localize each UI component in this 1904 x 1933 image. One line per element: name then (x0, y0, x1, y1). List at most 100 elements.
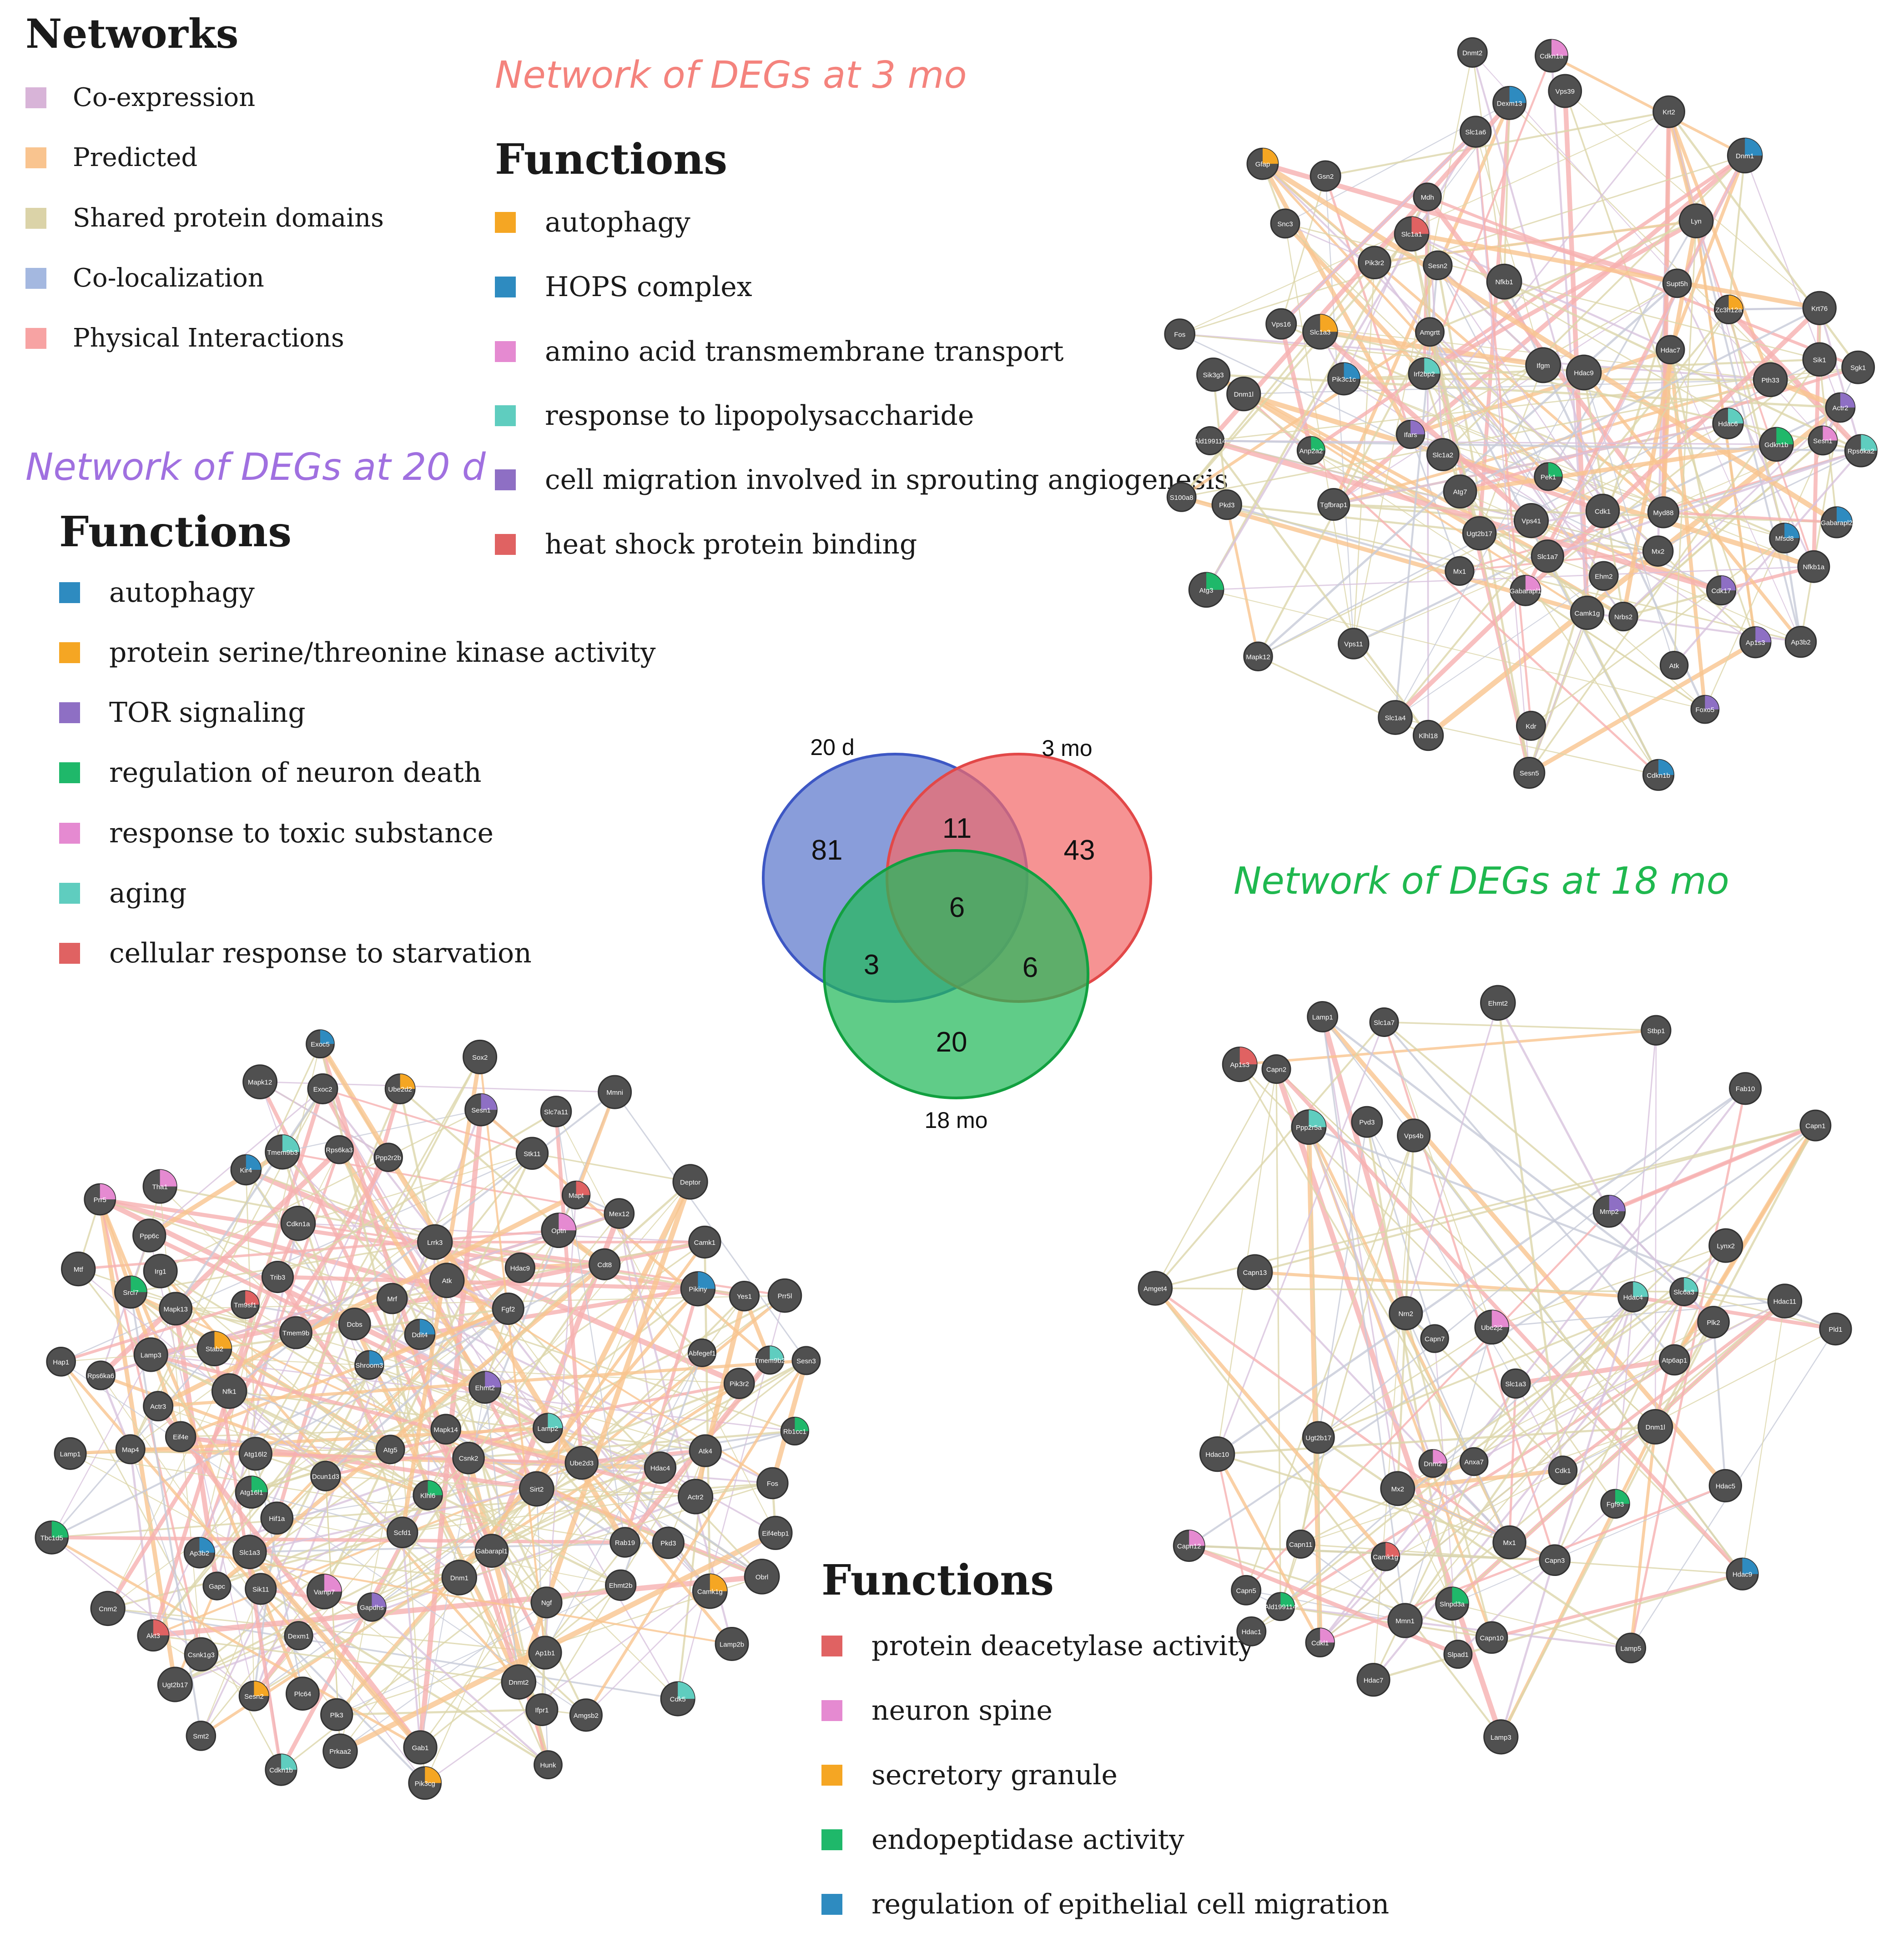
gene-node[interactable]: Ugt2b17 (157, 1666, 193, 1702)
gene-node[interactable]: Ehm2 (1589, 561, 1619, 591)
gene-node[interactable]: Atp6ap1 (1658, 1344, 1690, 1376)
gene-node[interactable]: Atg16l2 (238, 1437, 272, 1471)
gene-node[interactable]: Cdk17 (1706, 575, 1737, 606)
gene-node[interactable]: Sirt2 (519, 1471, 554, 1507)
gene-node[interactable]: Mapk12 (242, 1064, 277, 1100)
gene-node[interactable]: Nrbs2 (1608, 601, 1638, 632)
gene-node[interactable]: Scfd1 (386, 1516, 418, 1549)
gene-node[interactable]: Vps16 (1265, 308, 1297, 340)
gene-node[interactable]: Lamp2b (715, 1627, 749, 1661)
gene-node[interactable]: Sesn2 (1423, 250, 1453, 281)
gene-node[interactable]: Lamp2 (532, 1413, 563, 1444)
gene-node[interactable]: Exoc2 (307, 1073, 338, 1104)
gene-node[interactable]: Amget4 (1138, 1271, 1173, 1306)
gene-node[interactable]: Slc1a6 (1460, 116, 1492, 148)
gene-node[interactable]: Mfsd8 (1769, 523, 1800, 554)
gene-node[interactable]: Gdkn1b (1759, 427, 1794, 462)
gene-node[interactable]: Ngf (530, 1586, 563, 1619)
gene-node[interactable]: Fgf2 (492, 1292, 524, 1325)
gene-node[interactable]: Mtf (61, 1251, 96, 1287)
gene-node[interactable]: Capn5 (1231, 1575, 1262, 1606)
gene-node[interactable]: Capn13 (1237, 1254, 1273, 1290)
gene-node[interactable]: Slnpd3a (1435, 1586, 1469, 1621)
gene-node[interactable]: Pik3cg (408, 1766, 442, 1800)
gene-node[interactable]: Cdkn1b (265, 1753, 297, 1786)
gene-node[interactable]: Hdac6 (1712, 408, 1744, 439)
gene-node[interactable]: Gab1 (403, 1730, 438, 1765)
gene-node[interactable]: Ppp2r5a (1291, 1109, 1327, 1145)
gene-node[interactable]: Hdac1 (1236, 1616, 1267, 1646)
gene-node[interactable]: Nfk1 (211, 1373, 247, 1409)
gene-node[interactable]: Tm9sf1 (231, 1290, 260, 1319)
gene-node[interactable]: Atk (429, 1263, 465, 1299)
gene-node[interactable]: Gabarapl2 (1820, 506, 1853, 539)
gene-node[interactable]: Ugt2b17 (1302, 1421, 1335, 1454)
gene-node[interactable]: Nfkb1a (1797, 550, 1830, 583)
gene-node[interactable]: Lrrk3 (417, 1224, 453, 1260)
gene-node[interactable]: Anp2a2 (1296, 436, 1325, 465)
gene-node[interactable]: Mmp2 (1592, 1194, 1626, 1228)
gene-node[interactable]: Map4 (115, 1434, 146, 1465)
gene-node[interactable]: Dnm2 (1418, 1449, 1447, 1478)
gene-node[interactable]: Hdac11 (1767, 1284, 1803, 1319)
gene-node[interactable]: Gabarapl1 (1510, 574, 1541, 606)
gene-node[interactable]: Vps39 (1548, 74, 1582, 108)
gene-node[interactable]: S100a8 (1166, 482, 1197, 512)
gene-node[interactable]: Krt76 (1802, 291, 1837, 325)
gene-node[interactable]: Sesn5 (1513, 756, 1546, 789)
gene-node[interactable]: Hdac9 (504, 1252, 535, 1283)
gene-node[interactable]: Sgk1 (1841, 350, 1875, 384)
gene-node[interactable]: Trib3 (261, 1260, 294, 1294)
gene-node[interactable]: Slc1a3 (1501, 1368, 1531, 1399)
gene-node[interactable]: Lynx2 (1708, 1228, 1743, 1263)
gene-node[interactable]: Dnmt2 (1457, 37, 1488, 68)
gene-node[interactable]: Krt2 (1652, 95, 1685, 128)
gene-node[interactable]: Ald199114 (1264, 1592, 1297, 1621)
gene-node[interactable]: Kdr (1516, 710, 1546, 741)
gene-node[interactable]: Mrf (376, 1283, 408, 1314)
gene-node[interactable]: Dexm13 (1492, 86, 1527, 120)
gene-node[interactable]: Ifars (1395, 419, 1425, 449)
gene-node[interactable]: Hdac7 (1356, 1663, 1390, 1697)
gene-node[interactable]: Zc3h12a (1714, 294, 1744, 325)
gene-node[interactable]: Gabarapl1 (474, 1534, 509, 1568)
gene-node[interactable]: Capn10 (1475, 1621, 1508, 1654)
gene-node[interactable]: Ap1s3 (1739, 626, 1772, 659)
gene-node[interactable]: Rb1cc1 (780, 1416, 809, 1446)
gene-node[interactable]: Ehmt2 (1480, 985, 1516, 1021)
gene-node[interactable]: Prr5 (84, 1183, 116, 1216)
gene-node[interactable]: Lamp3 (1483, 1719, 1519, 1755)
gene-node[interactable]: Capn7 (1420, 1324, 1449, 1353)
gene-node[interactable]: Lamp3 (133, 1337, 168, 1372)
gene-node[interactable]: Fos (756, 1467, 789, 1500)
gene-node[interactable]: Gfap (1246, 147, 1279, 180)
gene-node[interactable]: Stbp1 (1641, 1015, 1672, 1046)
gene-node[interactable]: Capn1 (1799, 1109, 1832, 1142)
gene-node[interactable]: Capn2 (1261, 1054, 1291, 1084)
gene-node[interactable]: Tmem9b2 (755, 1345, 786, 1375)
gene-node[interactable]: Sik11 (245, 1573, 277, 1605)
gene-node[interactable]: Ugt2b17 (1462, 516, 1497, 551)
gene-node[interactable]: Dcbs (338, 1308, 371, 1340)
gene-node[interactable]: Cdkn1b (1642, 759, 1675, 791)
gene-node[interactable]: Atg3 (1188, 572, 1224, 608)
gene-node[interactable]: Atk4 (689, 1434, 722, 1467)
gene-node[interactable]: Hdac5 (1708, 1469, 1743, 1503)
gene-node[interactable]: Slc1a3 (232, 1535, 267, 1570)
gene-node[interactable]: Dcun1d3 (310, 1460, 341, 1492)
gene-node[interactable]: Mmn1 (1387, 1603, 1423, 1638)
gene-node[interactable]: Capn11 (1286, 1529, 1315, 1559)
gene-node[interactable]: Dnm1l (1226, 377, 1261, 412)
gene-node[interactable]: Atg16l1 (235, 1475, 268, 1509)
gene-node[interactable]: Cnm2 (90, 1591, 126, 1626)
gene-node[interactable]: Ehmt2 (468, 1371, 502, 1404)
gene-node[interactable]: Mx1 (1445, 556, 1475, 586)
gene-node[interactable]: Pth33 (1753, 362, 1788, 398)
gene-node[interactable]: Actr2 (1825, 392, 1856, 423)
gene-node[interactable]: Dnm1 (1727, 137, 1763, 174)
gene-node[interactable]: Rps6ka3 (324, 1135, 354, 1164)
gene-node[interactable]: Ddit4 (404, 1319, 436, 1350)
gene-node[interactable]: Pik3c1c (1327, 362, 1361, 396)
gene-node[interactable]: Hdac4 (1617, 1281, 1649, 1313)
gene-node[interactable]: Atk (1659, 651, 1689, 680)
